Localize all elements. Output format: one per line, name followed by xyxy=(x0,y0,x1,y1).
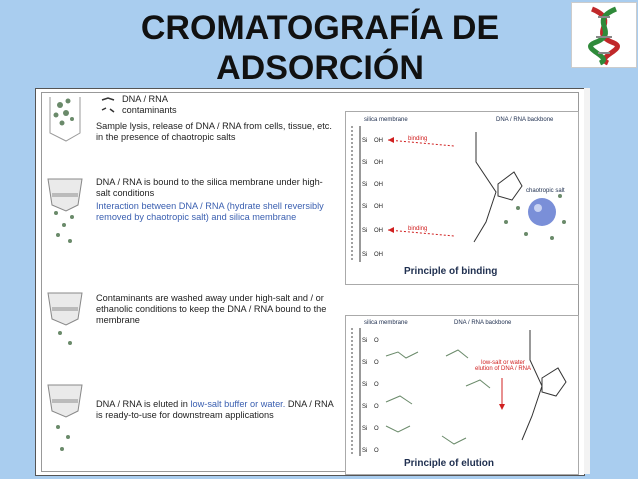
binding-backbone-label: DNA / RNA backbone xyxy=(496,117,554,123)
step-3-text: Contaminants are washed away under high-… xyxy=(96,293,327,325)
svg-text:O: O xyxy=(374,338,379,344)
legend-icons xyxy=(101,97,115,113)
svg-text:OH: OH xyxy=(374,160,383,166)
chaotropic-label: chaotropic salt xyxy=(526,188,565,194)
step-4-blue: low-salt buffer or water. xyxy=(190,399,286,409)
step-4-post: DNA / RNA is ready-to-use for downstream… xyxy=(96,399,334,420)
binding-silica-label: silica membrane xyxy=(364,117,408,123)
svg-text:Si: Si xyxy=(362,382,367,388)
svg-text:Si: Si xyxy=(362,228,367,234)
svg-text:Si: Si xyxy=(362,160,367,166)
svg-text:O: O xyxy=(374,404,379,410)
elution-silica-label: silica membrane xyxy=(364,320,408,326)
figure-inner: DNA / RNA contaminants Sample lysis, rel… xyxy=(41,92,579,475)
svg-text:O: O xyxy=(374,382,379,388)
step-2-text: DNA / RNA is bound to the silica membran… xyxy=(96,177,323,198)
svg-text:Si: Si xyxy=(362,204,367,210)
title-line-1: CROMATOGRAFÍA DE xyxy=(140,9,500,47)
svg-text:Si: Si xyxy=(362,252,367,258)
legend-dna-rna: DNA / RNA xyxy=(122,94,168,104)
svg-text:OH: OH xyxy=(374,138,383,144)
title-line-2: ADSORCIÓN xyxy=(216,49,424,87)
svg-text:Si: Si xyxy=(362,404,367,410)
elution-backbone-label: DNA / RNA backbone xyxy=(454,320,512,326)
step-2-note: Interaction between DNA / RNA (hydrate s… xyxy=(96,201,324,222)
binding-caption: Principle of binding xyxy=(404,266,498,277)
step-4-pre: DNA / RNA is eluted in xyxy=(96,399,191,409)
legend-contaminants: contaminants xyxy=(122,105,177,115)
dna-logo-icon xyxy=(571,2,637,68)
column-steps-icon xyxy=(47,97,83,451)
svg-text:Si: Si xyxy=(362,426,367,432)
binding-label-1: binding xyxy=(408,136,428,142)
svg-text:Si: Si xyxy=(362,338,367,344)
step-1-text: Sample lysis, release of DNA / RNA from … xyxy=(96,121,332,142)
svg-text:O: O xyxy=(374,360,379,366)
svg-text:Si: Si xyxy=(362,138,367,144)
binding-label-2: binding xyxy=(408,226,428,232)
svg-text:OH: OH xyxy=(374,252,383,258)
elution-caption: Principle of elution xyxy=(404,458,495,469)
svg-text:Si: Si xyxy=(362,182,367,188)
svg-text:OH: OH xyxy=(374,182,383,188)
elution-note: low-salt or water elution of DNA / RNA xyxy=(474,360,532,372)
svg-text:Si: Si xyxy=(362,360,367,366)
svg-text:O: O xyxy=(374,426,379,432)
panel-edge xyxy=(584,88,590,474)
svg-text:OH: OH xyxy=(374,228,383,234)
figure-panel: DNA / RNA contaminants Sample lysis, rel… xyxy=(35,88,585,476)
slide-title: CROMATOGRAFÍA DE ADSORCIÓN xyxy=(110,8,530,88)
svg-text:O: O xyxy=(374,448,379,454)
step-4-text: DNA / RNA is eluted in low-salt buffer o… xyxy=(96,399,336,421)
svg-text:Si: Si xyxy=(362,448,367,454)
svg-text:OH: OH xyxy=(374,204,383,210)
